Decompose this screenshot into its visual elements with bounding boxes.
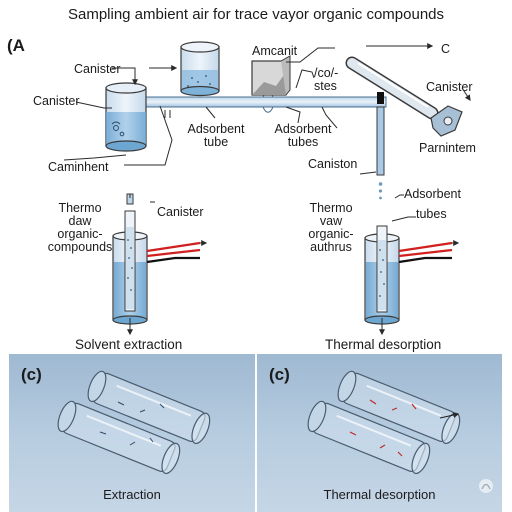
label-adsorbent-tubes-mid-line1: Adsorbent [274, 122, 332, 136]
left-sample-line4: compounds [47, 240, 113, 255]
right-sample-line4: authrus [310, 240, 352, 255]
label-caminhent: Caminhent [48, 160, 109, 174]
label-adsorbent-tube: Adsorbent tube [186, 122, 246, 150]
desorption-tubes-illustration [307, 370, 461, 475]
label-co-stes: /co/- stes [314, 66, 339, 94]
corner-mark-icon [479, 479, 493, 493]
label-caniston: Caniston [308, 157, 358, 171]
right-wires [398, 241, 453, 264]
caption-solvent-extraction: Solvent extraction [75, 337, 183, 352]
right-sample-text: Thermo vaw organic- authrus [298, 201, 364, 255]
panel-extraction-label: (c) [21, 365, 42, 384]
panel-extraction-caption: Extraction [103, 487, 161, 502]
label-parnintem: Parnintem [419, 141, 476, 155]
panel-thermal-label: (c) [269, 365, 290, 384]
label-right-tubes: tubes [416, 207, 447, 221]
caption-thermal-desorption: Thermal desorption [325, 337, 442, 352]
right-desorption-vessel [364, 225, 400, 325]
label-right-adsorbent: Adsorbent [404, 187, 461, 201]
label-canister-left: Canister [33, 94, 80, 108]
left-sample-line1: Thermo [58, 201, 102, 215]
canister-right-pump [430, 105, 463, 137]
left-sample-text: Thermo daw organic- compounds [37, 201, 123, 255]
label-co-stes-line2: stes [314, 79, 337, 94]
canister-left-jar [105, 82, 147, 152]
left-extraction-vessel [112, 210, 148, 325]
left-sample-line3: organic- [57, 227, 103, 242]
extraction-tubes-illustration [57, 370, 211, 475]
left-wires [146, 241, 201, 264]
left-sample-line2: daw [68, 214, 92, 229]
panel-thermal-caption: Thermal desorption [323, 487, 436, 502]
label-co-stes-line1: /co/- [314, 66, 339, 80]
label-adsorbent-tube-line2: tube [203, 135, 229, 150]
right-sample-line3: organic- [308, 227, 354, 242]
right-sample-line2: vaw [319, 214, 343, 229]
diagram-title: Sampling ambient air for trace vayor org… [67, 6, 445, 23]
label-left-canister: Canister [157, 205, 204, 219]
label-canister-right: Canister [426, 80, 473, 94]
label-adsorbent-tubes-mid-line2: tubes [287, 135, 319, 150]
label-adsorbent-tube-line1: Adsorbent [187, 122, 245, 136]
tube-right-vertical [376, 92, 385, 200]
label-adsorbent-tubes-mid: Adsorbent tubes [268, 122, 338, 150]
probe-tube-diagonal [345, 56, 439, 120]
label-canister-top: Canister [74, 62, 121, 76]
amcanit-box [251, 55, 291, 96]
right-sample-line1: Thermo [309, 201, 353, 215]
label-amcanit: Amcanit [252, 44, 298, 58]
leader-lines [63, 43, 471, 336]
label-arrow-c: C [441, 42, 451, 56]
beaker-top [180, 41, 220, 97]
panel-a-label: (A [7, 36, 25, 55]
